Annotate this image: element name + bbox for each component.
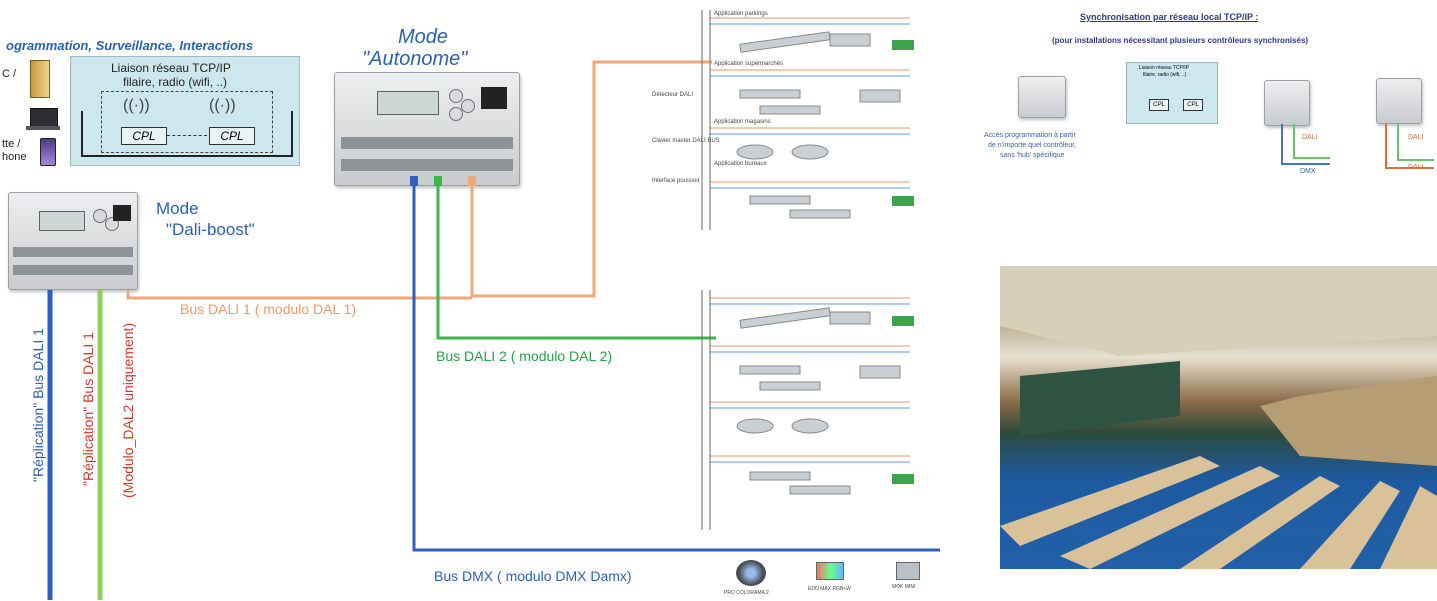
dmx-product-label: EDO MAX RGB+W (808, 586, 851, 592)
sync-cpl-right: CPL (1183, 99, 1203, 111)
left-label-1: C / (2, 68, 17, 80)
sync-controller-3 (1376, 78, 1422, 124)
daliboost-mode-label-1: Mode (156, 199, 199, 218)
top-left-panel: ogrammation, Surveillance, Interactions … (0, 38, 300, 168)
app-label: Application bureaux (714, 161, 767, 167)
application-schematic-bottom (701, 290, 914, 530)
sync-panel: Synchronisation par réseau local TCP/IP … (960, 8, 1434, 183)
sync-controller-2 (1264, 80, 1310, 126)
panel-title: ogrammation, Surveillance, Interactions (6, 38, 254, 53)
dmx-projector-icon (736, 560, 766, 586)
sync-dali-a: DALI (1302, 134, 1318, 141)
app-label: Application magasins (714, 119, 771, 125)
sync-desc-3: sans 'hub' spécifique (1000, 152, 1065, 159)
dmx-led-bar-icon (816, 562, 844, 580)
dmx-product-label: MOK MINI (892, 584, 916, 590)
wifi-icon: ((·)) (209, 97, 236, 114)
sync-title: Synchronisation par réseau local TCP/IP … (1080, 12, 1259, 22)
application-schematic-top (701, 10, 914, 230)
left-label-2: tte / (2, 138, 21, 150)
dali1-wire (470, 60, 712, 298)
modulo-dal2-label: (Modulo_DAL2 uniquement) (120, 322, 136, 498)
autonome-controller (334, 72, 520, 186)
dali1-wire-left (126, 290, 472, 300)
bus-dali1-label: Bus DALI 1 ( modulo DAL 1) (180, 301, 357, 317)
cpl-right: CPL (209, 127, 255, 145)
dali2-wire (436, 182, 716, 340)
bus-dali2-label: Bus DALI 2 ( modulo DAL 2) (436, 348, 613, 364)
sync-desc-1: Accès programmation à partir (984, 132, 1076, 139)
sync-link-box: Liaison réseau TCP/IP filaire, radio (wi… (1126, 62, 1218, 124)
app-label: Application parkings (714, 11, 768, 17)
sync-controller-1 (1018, 76, 1066, 118)
autonome-mode-label-1: Mode (398, 26, 449, 48)
replication-dali1-green-label: "Réplication" Bus DALI 1 (80, 332, 96, 486)
sync-cpl-left: CPL (1149, 99, 1169, 111)
phone-icon (40, 138, 56, 166)
side-note: Clavier master DALI BUS (652, 138, 720, 144)
link-title-2: filaire, radio (wifi, ..) (123, 75, 228, 89)
replication-dali1-label: "Réplication" Bus DALI 1 (30, 328, 46, 482)
sync-subtitle: (pour installations nécessitant plusieur… (1052, 36, 1309, 45)
sync-dali-c: DALI (1408, 164, 1424, 171)
daliboost-controller (8, 192, 138, 290)
side-note: Détecteur DALI (652, 92, 694, 98)
sync-dali-b: DALI (1408, 134, 1424, 141)
cpl-left: CPL (121, 127, 167, 145)
bus-dmx-label: Bus DMX ( modulo DMX Damx) (434, 568, 632, 584)
auditorium-photo (1000, 266, 1437, 569)
tcpip-link-box: Liaison réseau TCP/IP filaire, radio (wi… (70, 56, 300, 166)
server-icon (30, 60, 50, 98)
link-title-1: Liaison réseau TCP/IP (111, 61, 231, 75)
wifi-icon: ((·)) (123, 97, 150, 114)
dmx-wire (412, 182, 940, 552)
left-label-3: hone (2, 151, 27, 163)
autonome-mode-label-2: "Autonome" (362, 48, 468, 70)
dmx-mini-icon (896, 562, 920, 580)
app-label: Application supermarchés (714, 61, 784, 67)
side-note: Interface poussoir (652, 178, 700, 184)
daliboost-mode-label-2: "Dali-boost" (166, 220, 255, 239)
sync-desc-2: de n'importe quel contrôleur, (988, 142, 1077, 149)
sync-dmx: DMX (1300, 168, 1316, 175)
dmx-product-label: PRO COLORAMA 2 (724, 590, 769, 596)
